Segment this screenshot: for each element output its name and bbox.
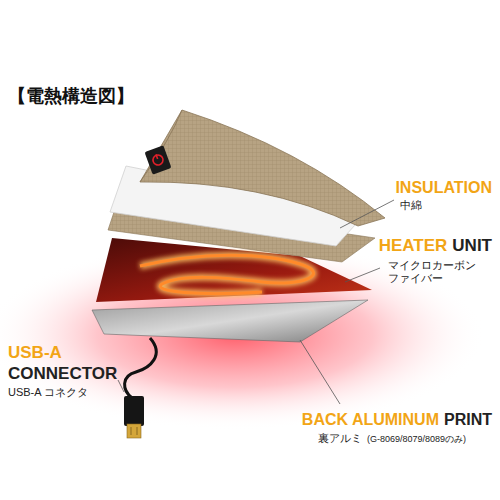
label-row: USB-A (8, 343, 62, 363)
label-row: INSULATION (395, 178, 492, 197)
part-name: USB-A (8, 343, 62, 363)
label-row: CONNECTOR (8, 364, 117, 384)
part-name: CONNECTOR (8, 364, 117, 384)
model-note: (G-8069/8079/8089のみ) (367, 434, 466, 445)
layer-subname: マイクロカーボン ファイバー (388, 259, 488, 285)
label-row: BACK ALUMINUM PRINT (302, 410, 492, 429)
label-row: USB-A コネクタ (8, 386, 88, 399)
layer-subname: 中綿 (400, 199, 422, 212)
part-subname: USB-A コネクタ (8, 386, 88, 399)
diagram-title: 【電熱構造図】 (8, 86, 134, 108)
layer-subname: 裏アルミ (318, 432, 362, 445)
layer-name: PRINT (444, 410, 492, 429)
layer-name: HEATER (379, 236, 448, 256)
label-row: 中綿 (400, 199, 422, 212)
label-row: 裏アルミ (G-8069/8079/8089のみ) (318, 432, 466, 445)
label-row: HEATERUNIT (379, 236, 492, 256)
layer-name: BACK ALUMINUM (302, 410, 439, 429)
layer-name: INSULATION (395, 178, 492, 197)
label-row: マイクロカーボン ファイバー (388, 259, 488, 285)
layer-name: UNIT (452, 236, 492, 256)
